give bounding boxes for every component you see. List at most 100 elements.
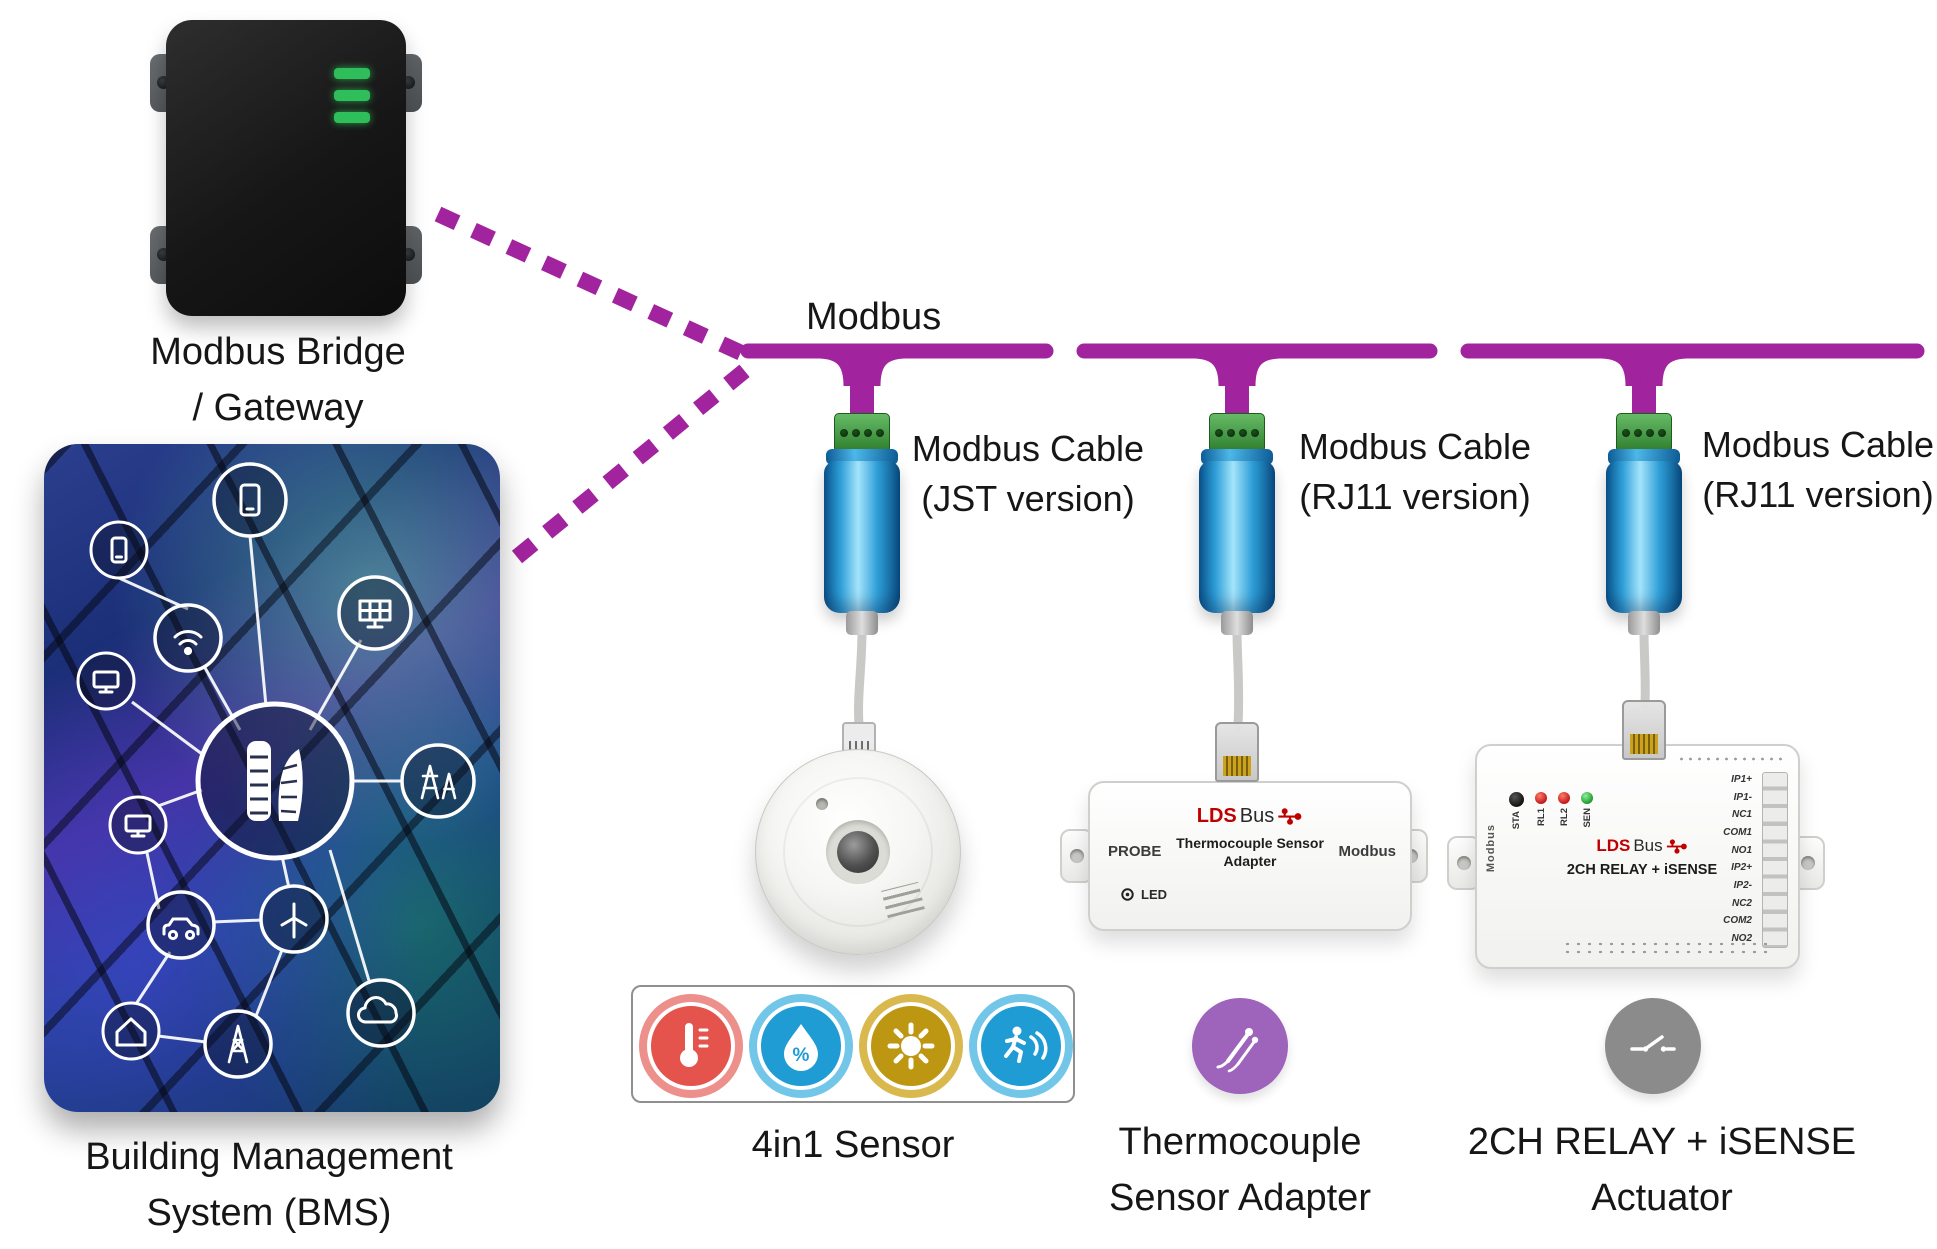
brand-lds: LDS — [1596, 836, 1631, 855]
pin-label: IP2+ — [1731, 862, 1752, 874]
brand-bus: Bus — [1633, 836, 1663, 855]
sensor-caption-line1: 4in1 Sensor — [751, 1124, 955, 1166]
cable-to-thermocouple — [1232, 625, 1244, 731]
modbus-cable-adapter-rj11-1 — [1199, 413, 1275, 637]
cable-label-line2: (RJ11 version) — [1299, 476, 1531, 517]
building-hub-icon — [195, 701, 355, 861]
sen-led — [1581, 792, 1593, 804]
cable-label-rj11-2: Modbus Cable (RJ11 version) — [1668, 420, 1937, 520]
pin-label: IP1+ — [1731, 774, 1752, 785]
relay-caption-line1: 2CH RELAY + iSENSE — [1467, 1121, 1857, 1163]
adapter-strain-relief — [1221, 611, 1253, 635]
board-title: 2CH RELAY + iSENSE — [1566, 862, 1718, 878]
percent-glyph: % — [793, 1045, 810, 1066]
board-title-line2: Adapter — [1223, 853, 1277, 869]
computer-icon — [76, 651, 136, 711]
rl1-led — [1535, 792, 1547, 804]
status-led-bars — [334, 68, 370, 134]
led-label: RL2 — [1558, 808, 1570, 826]
gateway-caption-line1: Modbus Bridge — [150, 331, 406, 373]
modbus-cable-adapter-rj11-2 — [1606, 413, 1682, 637]
rj11-connector — [1622, 700, 1666, 760]
motion-icon — [969, 994, 1073, 1098]
relay-pin-labels: IP1+ IP1- NC1 COM1 NO1 IP2+ IP2- NC2 COM… — [1723, 774, 1752, 944]
bms-image — [44, 444, 500, 1112]
modbus-bus-label: Modbus — [806, 296, 942, 338]
bms-caption-line1: Building Management — [85, 1136, 453, 1178]
relay-switch-icon — [1605, 998, 1701, 1094]
relay-status-leds: STA RL1 RL2 SEN — [1509, 792, 1593, 829]
wifi-icon — [153, 603, 223, 673]
cable-label-rj11-1: Modbus Cable (RJ11 version) — [1265, 422, 1565, 522]
modbus-gateway-device — [150, 20, 422, 316]
cable-label-line1: Modbus Cable — [1298, 426, 1532, 467]
board-title-line1: Thermocouple Sensor — [1176, 835, 1324, 851]
thermocouple-caption-line2: Sensor Adapter — [1109, 1177, 1371, 1219]
sensor-caption: 4in1 Sensor — [631, 1117, 1075, 1173]
relay-caption: 2CH RELAY + iSENSE Actuator — [1462, 1114, 1862, 1226]
pin-label: NO2 — [1731, 932, 1752, 944]
dome-seam — [783, 777, 933, 927]
gateway-caption-line2: / Gateway — [192, 387, 364, 429]
pir-lens — [837, 831, 879, 873]
green-led-bar — [334, 90, 370, 101]
cable-label-line1: Modbus Cable — [911, 428, 1145, 469]
adapter-body — [1606, 461, 1682, 613]
led-label: SEN — [1581, 808, 1593, 828]
terminal-block — [834, 413, 890, 453]
bms-caption-line2: System (BMS) — [146, 1192, 392, 1234]
led-label: STA — [1511, 811, 1522, 830]
house-icon — [101, 1001, 161, 1061]
phone-icon — [212, 462, 288, 538]
temperature-icon — [639, 994, 743, 1098]
light-aperture — [816, 798, 828, 810]
led-label: LED — [1141, 887, 1167, 902]
4in1-sensor-device — [755, 749, 961, 955]
cloud-icon — [346, 978, 416, 1048]
adapter-strain-relief — [846, 611, 878, 635]
terminal-block — [1209, 413, 1265, 453]
adapter-strain-relief — [1628, 611, 1660, 635]
terminal-strip — [1762, 772, 1788, 948]
probe-label: PROBE — [1108, 843, 1162, 860]
sta-led — [1509, 792, 1524, 807]
pin-label: NC1 — [1731, 809, 1752, 821]
bms-network-graphic — [76, 462, 476, 1079]
pin-label: NC2 — [1731, 897, 1752, 909]
gateway-caption: Modbus Bridge / Gateway — [118, 324, 438, 436]
dotted-link-gateway — [434, 206, 752, 364]
vent-holes — [1562, 940, 1772, 958]
modbus-cable-adapter-jst — [824, 413, 900, 637]
pin-label: NO1 — [1731, 844, 1752, 856]
bus-network-icon — [1666, 838, 1687, 854]
led-label: RL1 — [1535, 808, 1547, 826]
cable-label-line2: (JST version) — [921, 478, 1135, 519]
bus-network-icon — [1278, 808, 1302, 825]
modbus-port-label: Modbus — [1338, 843, 1397, 860]
led-indicator: LED — [1120, 887, 1167, 902]
light-icon — [859, 994, 963, 1098]
solar-panel-icon — [337, 575, 413, 651]
thermocouple-caption-line1: Thermocouple — [1118, 1121, 1362, 1163]
thermocouple-probe-icon — [1192, 998, 1288, 1094]
gateway-enclosure — [166, 20, 406, 316]
humidity-icon: % — [749, 994, 853, 1098]
cable-label-line2: (RJ11 version) — [1702, 474, 1934, 515]
pin-label: COM2 — [1723, 915, 1752, 927]
cable-label-jst: Modbus Cable (JST version) — [878, 424, 1178, 524]
building-glyph — [247, 741, 303, 821]
monitor-icon — [108, 795, 168, 855]
power-grid-icon — [400, 743, 476, 819]
thermocouple-caption: Thermocouple Sensor Adapter — [1065, 1114, 1415, 1226]
cable-label-line1: Modbus Cable — [1701, 424, 1935, 465]
car-icon — [146, 890, 216, 960]
rj11-connector — [1215, 722, 1259, 782]
adapter-body — [1199, 461, 1275, 613]
adapter-body — [824, 461, 900, 613]
bms-caption: Building Management System (BMS) — [24, 1129, 514, 1241]
